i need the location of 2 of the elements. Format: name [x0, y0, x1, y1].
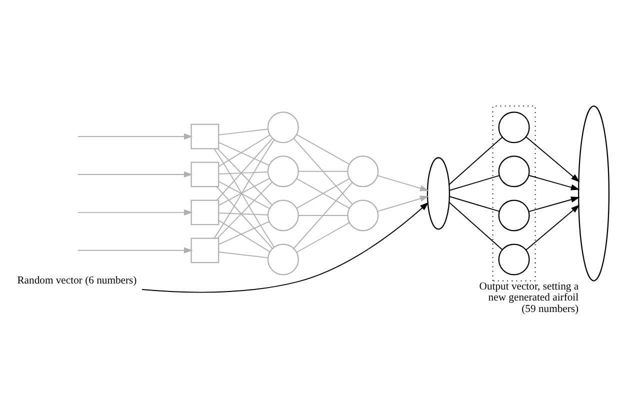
node-text: Random vector (6 numbers): [17, 275, 137, 286]
node-label: Output vector, setting a new generated airfoil (59 numbers): [479, 280, 579, 315]
